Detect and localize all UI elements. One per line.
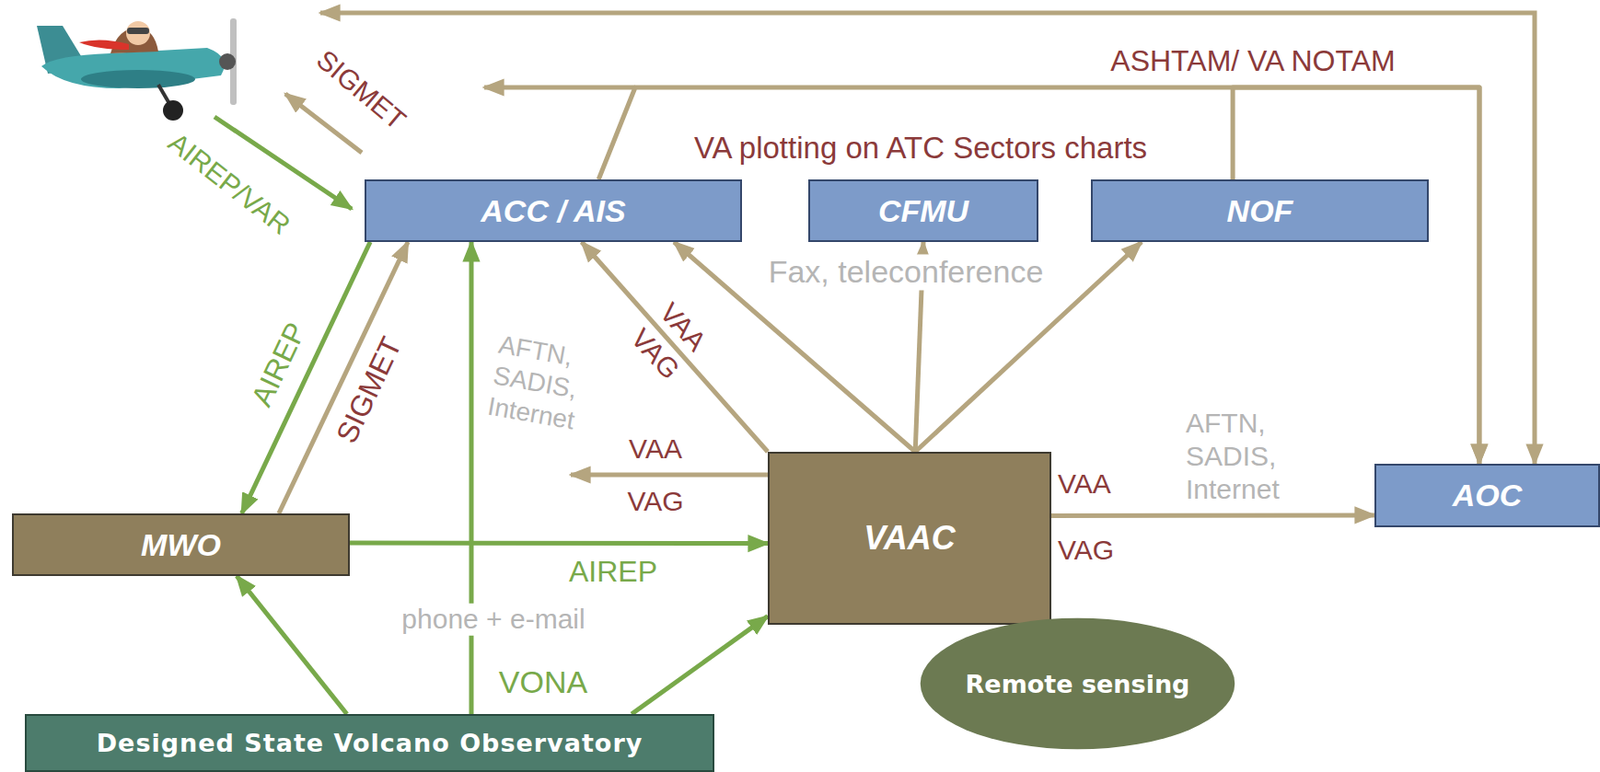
node-text: MWO [140,527,221,564]
node-text: VAAC [863,519,955,558]
flow-arrow [631,616,768,715]
aircraft-wheel [162,100,184,121]
aircraft-pilot-head [126,21,151,46]
edge-label: AIREP [244,317,314,413]
node-text: ACC / AIS [480,193,626,230]
flow-arrow [278,242,408,514]
mwo-box: MWO [11,513,350,577]
vaa-vag-left-arrow [570,473,768,478]
vaac-box: VAAC [767,452,1052,626]
flow-arrow [598,87,1480,464]
flow-arrow [236,576,348,715]
flow-arrow [1232,87,1480,464]
aircraft-pilot-scarf [79,39,129,50]
free-label: VAG [626,486,684,519]
edge-label: AIREP [568,555,658,590]
node-text: Remote sensing [965,670,1191,699]
flow-arrow [469,242,475,715]
free-label: VAA [628,433,683,466]
aircraft-illustration [36,18,237,121]
edge-label: SIGMET [329,332,409,450]
ashtam-left-arrow [484,85,636,91]
observatory-box: Designed State Volcano Observatory [24,714,715,772]
cfmu-box: CFMU [808,179,1039,243]
aircraft-fuselage [41,47,225,89]
flow-arrow [1051,512,1375,519]
free-label: AFTN, SADIS, Internet [1185,406,1324,507]
free-label: SIGMET [310,44,412,137]
node-text: AOC [1452,477,1523,514]
free-label: AIREP/VAR [162,127,297,242]
free-label: VA plotting on ATC Sectors charts [694,130,1148,166]
remote-sensing-ellipse: Remote sensing [918,617,1237,751]
aoc-box: AOC [1374,463,1600,528]
aoc-aircraft-line [320,12,1535,464]
node-text: CFMU [878,193,969,230]
aircraft-hub [219,53,236,70]
flow-arrow [581,242,768,453]
edge-label: VAA VAG [622,294,729,400]
free-label: Fax, teleconference [765,254,1048,290]
edge-label: VAA VAG [1057,451,1130,584]
node-text: Designed State Volcano Observatory [96,729,644,758]
aircraft-pilot-goggles [127,27,150,35]
ellipse-fill [920,618,1236,751]
free-label: AFTN, SADIS, Internet [485,329,629,445]
edge-label: ASHTAM/ VA NOTAM [1110,44,1395,79]
edge-label: VONA [498,664,588,701]
node-text: NOF [1227,193,1294,230]
edge-label: phone + e-mail [397,603,589,637]
aircraft-wing [81,69,196,89]
nof-box: NOF [1090,179,1429,243]
acc-ais-box: ACC / AIS [364,179,743,243]
flow-arrow [349,541,768,547]
flow-arrow [242,242,372,514]
